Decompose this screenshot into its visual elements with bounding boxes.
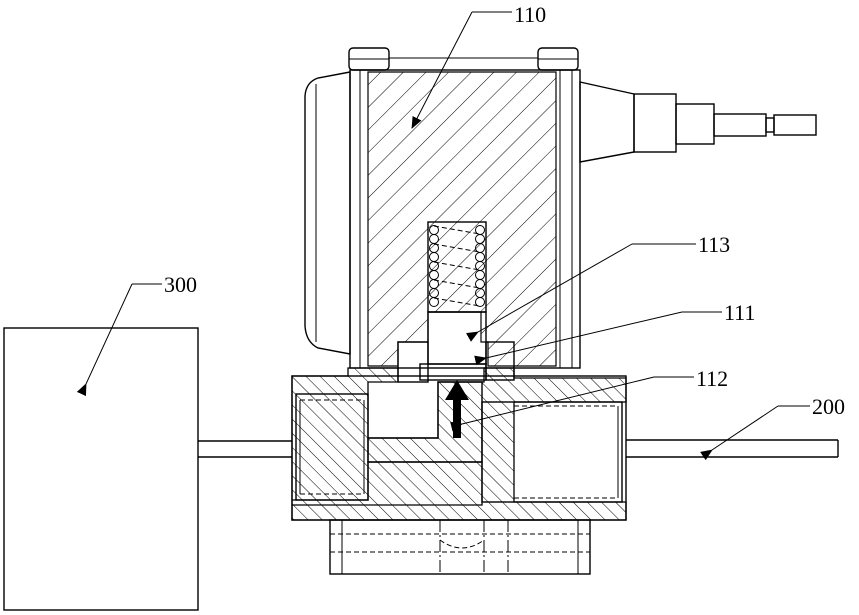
plunger-113 (428, 312, 486, 364)
label-110: 110 (514, 2, 546, 27)
label-300: 300 (164, 272, 197, 297)
label-111: 111 (724, 300, 755, 325)
valve-seal (420, 364, 486, 380)
cable-connector (580, 82, 816, 162)
solenoid-coil-110 (305, 48, 580, 382)
label-200: 200 (812, 394, 845, 419)
pipe-200 (626, 440, 838, 457)
controller-300 (4, 328, 292, 610)
label-113: 113 (698, 232, 730, 257)
label-112: 112 (696, 366, 728, 391)
